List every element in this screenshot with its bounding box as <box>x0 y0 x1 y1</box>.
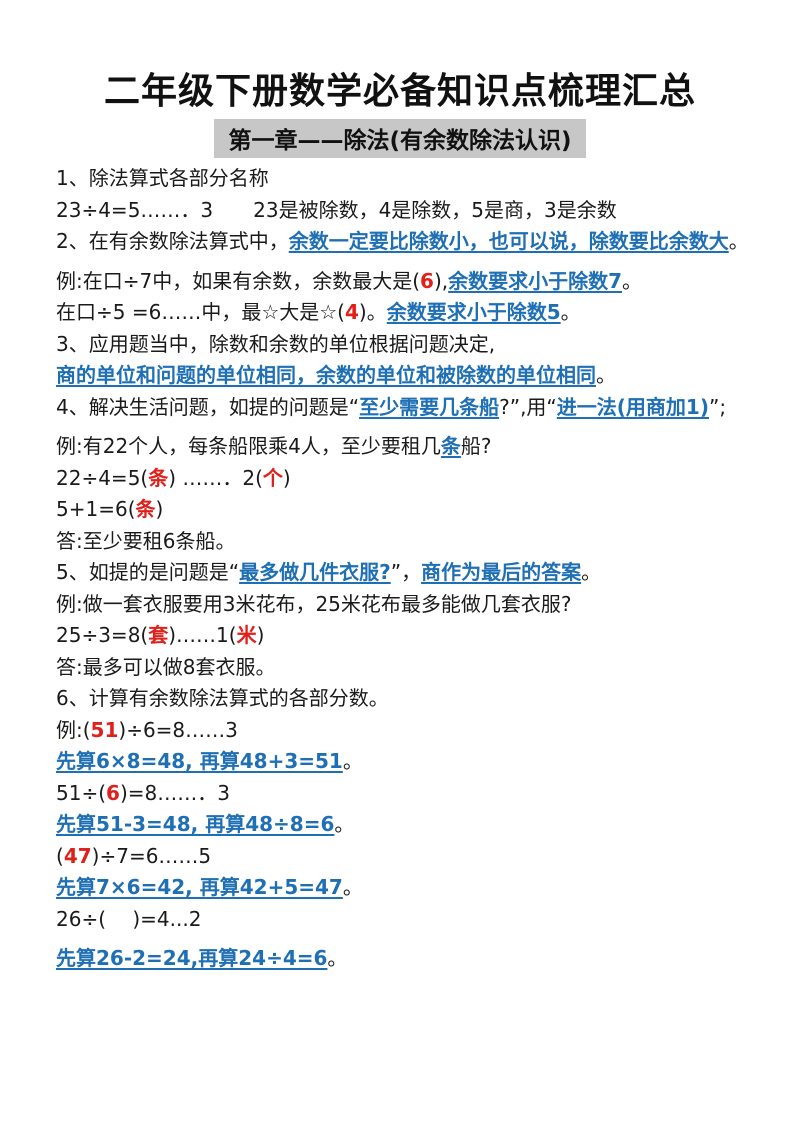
s4-calc1-unit2: 个 <box>262 465 283 490</box>
s5-text-a: 5、如提的是问题是“ <box>56 560 240 584</box>
chapter-banner: 第一章——除法(有余数除法认识) <box>0 119 800 158</box>
s2-ex2-rule: 余数要求小于除数5 <box>386 300 561 324</box>
s6-example-1: 例:(51)÷6=8……3 <box>56 715 756 747</box>
s6-solution-4: 先算26-2=24,再算24÷4=6。 <box>56 943 756 975</box>
s4-calc1-a: 22÷4=5( <box>56 465 149 490</box>
s2-end: 。 <box>728 229 749 253</box>
s4-method: 进一法(用商加1) <box>556 394 709 419</box>
s5-calc-unit2: 米 <box>236 623 257 647</box>
s4-calc2-a: 5+1=6( <box>56 497 136 521</box>
s4-calc1-unit1: 条 <box>148 465 169 490</box>
s2-ex2-answer: 4 <box>344 300 359 324</box>
s2-ex1-close: ), <box>433 268 449 293</box>
s5-example: 例:做一套衣服要用3米花布，25米花布最多能做几套衣服? <box>56 591 572 616</box>
s2-example-1: 例:在口÷7中，如果有余数，余数最大是(6),余数要求小于除数7。 <box>56 266 756 298</box>
s3-rule-highlight: 商的单位和问题的单位相同，余数的单位和被除数的单位相同 <box>56 363 596 387</box>
s6-e2-a: 51÷( <box>56 780 107 805</box>
s6-e3-solution: 先算7×6=42, 再算42+5=47 <box>56 875 343 899</box>
s2-ex2-end: 。 <box>560 300 581 324</box>
s4-calc-1: 22÷4=5(条) ……．2(个) <box>56 463 756 495</box>
s6-e1-a: 例:( <box>56 717 91 742</box>
s4-text-b: ?”,用“ <box>499 394 557 419</box>
s4-text-a: 4、解决生活问题，如提的问题是“ <box>56 394 360 419</box>
s6-e3-answer: 47 <box>63 843 92 868</box>
s6-e2-end: 。 <box>334 812 355 836</box>
s3-end: 。 <box>596 363 616 387</box>
s1-example: 23÷4=5……．3 23是被除数，4是除数，5是商，3是余数 <box>56 197 617 222</box>
s5-text-b: ”， <box>390 560 422 584</box>
s6-example-3: (47)÷7=6……5 <box>56 841 756 873</box>
s4-answer: 答:至少要租6条船。 <box>56 528 236 553</box>
s6-e1-answer: 51 <box>90 717 119 742</box>
s6-e3-end: 。 <box>342 875 363 899</box>
s4-calc2-b: ) <box>155 497 164 521</box>
s4-example: 例:有22个人，每条船限乘4人，至少要租几条船? <box>56 431 756 463</box>
s5-question: 最多做几件衣服? <box>239 560 391 584</box>
s6-e2-b: )=8……．3 <box>119 780 230 805</box>
s2-ex1-rule: 余数要求小于除数7 <box>448 268 623 293</box>
s6-solution-3: 先算7×6=42, 再算42+5=47。 <box>56 872 756 904</box>
s2-intro: 2、在有余数除法算式中， <box>56 229 289 253</box>
s6-solution-1: 先算6×8=48, 再算48+3=51。 <box>56 746 756 778</box>
s4-question: 至少需要几条船 <box>359 394 500 419</box>
s6-e3-b: )÷7=6……5 <box>91 843 212 868</box>
chapter-title: 第一章——除法(有余数除法认识) <box>214 119 586 158</box>
s2-example-2: 在口÷5 =6……中，最☆大是☆(4)。余数要求小于除数5。 <box>56 297 756 329</box>
s5-calc-a: 25÷3=8( <box>56 623 149 647</box>
s6-heading: 6、计算有余数除法算式的各部分数。 <box>56 686 389 710</box>
s2-rule-highlight: 余数一定要比除数小，也可以说，除数要比余数大 <box>288 229 729 253</box>
s5-calc-unit1: 套 <box>148 623 169 647</box>
s5-answer: 答:最多可以做8套衣服。 <box>56 654 276 679</box>
s5-end: 。 <box>581 560 602 584</box>
s5-calc-c: ) <box>256 623 265 647</box>
s6-e4-end: 。 <box>327 946 348 970</box>
s2-rule-line: 2、在有余数除法算式中，余数一定要比除数小，也可以说，除数要比余数大。 <box>56 226 756 258</box>
s6-e1-solution: 先算6×8=48, 再算48+3=51 <box>56 749 343 773</box>
s6-e1-end: 。 <box>342 749 363 773</box>
s6-e3-a: ( <box>56 843 64 868</box>
s4-calc-2: 5+1=6(条) <box>56 494 756 526</box>
s4-heading: 4、解决生活问题，如提的问题是“至少需要几条船?”,用“进一法(用商加1)”; <box>56 392 756 424</box>
s4-text-c: ”; <box>709 394 727 419</box>
s5-calc: 25÷3=8(套)……1(米) <box>56 620 756 652</box>
s2-ex1-answer: 6 <box>420 268 434 293</box>
s4-calc2-unit: 条 <box>135 497 156 521</box>
document-body: 1、除法算式各部分名称 23÷4=5……．3 23是被除数，4是除数，5是商，3… <box>56 163 756 975</box>
s4-example-unit: 条 <box>440 434 461 458</box>
s3-rule-line: 商的单位和问题的单位相同，余数的单位和被除数的单位相同。 <box>56 360 756 392</box>
s2-ex2-text: 在口÷5 =6……中，最☆大是☆( <box>56 300 345 324</box>
s5-rule: 商作为最后的答案 <box>421 560 582 584</box>
s4-calc1-b: ) ……．2( <box>168 465 263 490</box>
s6-e4-solution: 先算26-2=24,再算24÷4=6 <box>56 946 328 970</box>
s1-heading: 1、除法算式各部分名称 <box>56 166 269 190</box>
s6-e1-b: )÷6=8……3 <box>118 717 238 742</box>
s4-example-text: 例:有22个人，每条船限乘4人，至少要租几 <box>56 434 441 458</box>
s3-heading: 3、应用题当中，除数和余数的单位根据问题决定, <box>56 331 496 356</box>
s6-e2-solution: 先算51-3=48, 再算48÷8=6 <box>56 812 335 836</box>
s5-calc-b: )……1( <box>168 623 237 647</box>
s2-ex1-end: 。 <box>622 268 643 293</box>
s6-e2-answer: 6 <box>106 780 120 805</box>
s2-ex1-text: 例:在口÷7中，如果有余数，余数最大是( <box>56 268 421 293</box>
s5-heading: 5、如提的是问题是“最多做几件衣服?”，商作为最后的答案。 <box>56 557 756 589</box>
page-title: 二年级下册数学必备知识点梳理汇总 <box>103 71 696 112</box>
s4-example-end: 船? <box>460 434 492 458</box>
s6-example-4: 26÷( )=4...2 <box>56 906 202 931</box>
s6-example-2: 51÷(6)=8……．3 <box>56 778 756 810</box>
s4-calc1-c: ) <box>282 465 291 490</box>
s2-ex2-close: )。 <box>358 300 387 324</box>
s6-solution-2: 先算51-3=48, 再算48÷8=6。 <box>56 809 756 841</box>
